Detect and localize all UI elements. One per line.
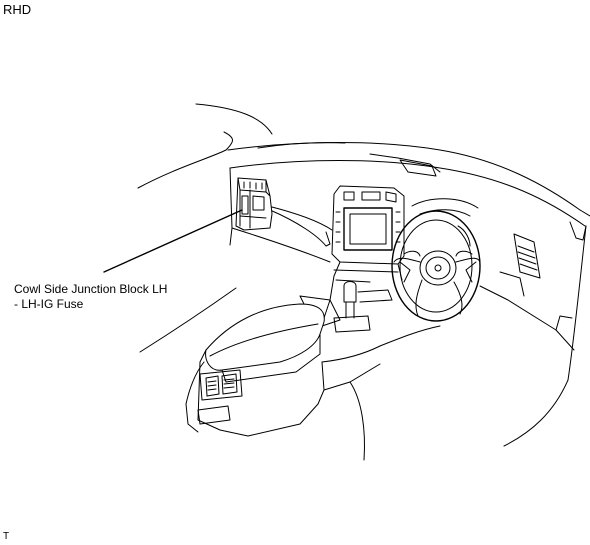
right-dash-vent xyxy=(479,233,575,351)
center-armrest xyxy=(185,303,381,437)
right-door-trim xyxy=(503,225,587,447)
floor-tunnel-line xyxy=(349,325,441,461)
dashboard-left-panel xyxy=(139,167,333,353)
instrument-cluster xyxy=(411,198,479,247)
drive-side-label: RHD xyxy=(3,2,32,17)
callout-title: Cowl Side Junction Block LH xyxy=(14,282,168,296)
callout-label: Cowl Side Junction Block LH - LH-IG Fuse xyxy=(14,282,167,312)
callout-leader-line xyxy=(103,209,243,273)
callout-subtitle: - LH-IG Fuse xyxy=(14,297,84,311)
windshield-pillar xyxy=(137,103,273,189)
figure-code: T xyxy=(3,531,10,542)
steering-wheel xyxy=(391,210,481,322)
center-console-stack xyxy=(319,185,405,331)
dashboard-top xyxy=(227,142,590,241)
junction-block xyxy=(235,177,273,231)
rear-console-vent xyxy=(197,369,243,425)
